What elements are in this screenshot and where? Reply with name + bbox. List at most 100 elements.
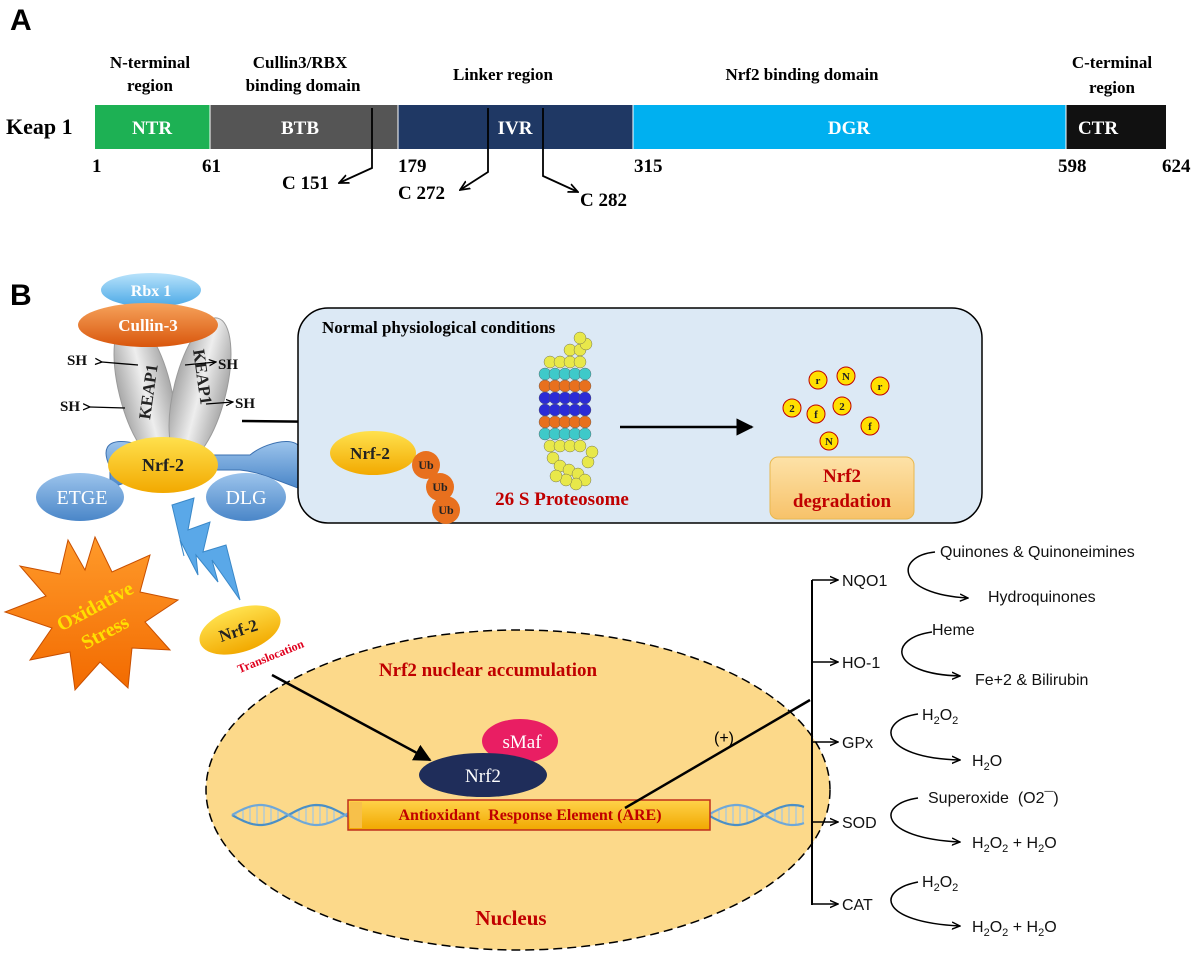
nqo1-substrate: Quinones & Quinoneimines [940,544,1135,561]
gpx-substrate: H2O2 [922,707,958,727]
proteasome-bead [549,469,563,483]
sh-label-2: SH [218,357,238,373]
ubiquitin-2 [426,473,454,501]
domain-ctr-label: CTR [1078,118,1118,139]
ubiquitin-2-label: Ub [432,480,448,494]
nrf2-bound-label: Nrf-2 [142,455,184,475]
nucleus-label: Nucleus [475,906,546,930]
sh-label-4: SH [235,396,255,412]
nrf2-nuclear-label: Nrf2 [465,766,501,787]
proteasome-structure [538,331,599,491]
nuclear-accumulation-label: Nrf2 nuclear accumulation [379,660,598,681]
normal-conditions-title: Normal physiological conditions [322,318,556,337]
domain-ivr [398,105,633,149]
gene-cat: CAT [842,897,873,914]
lightning-bolt-icon [171,497,241,601]
dna-strand [231,803,350,827]
panel-b-letter: B [10,279,32,312]
are-box [347,799,711,831]
proteasome-bead [578,367,592,381]
cullin3-label: Cullin-3 [118,316,178,335]
ho1-substrate: Heme [932,622,975,639]
gene-nqo1: NQO1 [842,573,887,590]
sh-label-1: SH [67,353,87,369]
header-dgr: Nrf2 binding domain [725,65,879,84]
cysteine-c151: C 151 [282,173,329,194]
sh-groups: SH SH SH SH [60,353,255,415]
keap1-label: Keap 1 [6,114,73,139]
degradation-line1: Nrf2 [823,466,861,487]
rbx1-oval [101,273,201,307]
header-btb-line1: Cullin3/RBX [253,53,348,72]
etge-label: ETGE [56,487,107,509]
panel-a-letter: A [10,4,32,37]
rbx1-label: Rbx 1 [131,283,171,300]
proteasome-bead [578,415,592,429]
fragment-label: 2 [839,401,845,413]
dna-strand [707,803,805,827]
domain-btb [210,105,398,149]
smaf-oval [482,719,558,763]
ubiquitin-3 [432,496,460,524]
dna-helix [231,803,805,827]
fragment-label: r [816,375,821,387]
position-61: 61 [202,156,221,177]
dna-strand [231,803,350,827]
dna-strand [707,803,805,827]
cat-substrate: H2O2 [922,874,958,894]
degradation-box [769,456,915,520]
ubiquitin-1-label: Ub [418,458,434,472]
domain-ntr-label: NTR [132,118,172,139]
normal-conditions-box: Normal physiological conditions Nrf-2 Ub… [297,307,983,524]
header-ctr-line2: region [1089,78,1136,97]
proteasome-bead [573,439,587,453]
header-ntr-line2: region [127,76,174,95]
sh-label-3: SH [60,399,80,415]
domain-ctr [1066,105,1166,149]
domain-ntr [95,105,210,149]
nrf2-bound-oval [108,437,218,493]
fragment-bead [819,431,839,451]
cat-product: H2O2 + H2O [972,919,1057,939]
proteasome-label: 26 S Proteosome [495,489,629,510]
fragment-bead [808,370,828,390]
sod-substrate: Superoxide (O2¯) [928,790,1059,807]
gene-sod: SOD [842,815,877,832]
domain-dgr [633,105,1066,149]
header-ivr: Linker region [453,65,554,84]
proteasome-bead [578,403,592,417]
fragment-label: 2 [789,403,795,415]
header-btb-line2: binding domain [246,76,361,95]
activation-plus-label: (+) [714,730,734,747]
smaf-label: sMaf [502,732,542,753]
fragment-label: f [868,421,872,433]
header-ctr-line1: C-terminal [1072,53,1153,72]
fragment-label: r [878,381,883,393]
domain-btb-label: BTB [281,118,319,139]
dlg-label: DLG [225,487,266,509]
fragment-label: N [842,371,850,383]
domain-ivr-label: IVR [498,118,533,139]
proteasome-bead [585,445,599,459]
nucleus: Nrf2 nuclear accumulation Nucleus sMaf N… [205,629,831,951]
dlg-oval [206,473,286,521]
fragment-bead [870,376,890,396]
gpx-product: H2O [972,753,1002,773]
proteasome-bead [578,427,592,441]
fragment-bead [832,396,852,416]
proteasome-bead [573,355,587,369]
position-179: 179 [398,156,427,177]
fragment-bead [860,416,880,436]
are-label: Antioxidant Response Element (ARE) [398,807,661,824]
domain-dgr-label: DGR [828,118,871,139]
proteasome-bead [573,331,587,345]
fragment-bead [836,366,856,386]
fragment-bead [782,398,802,418]
fragment-bead [806,404,826,424]
fragment-label: f [814,409,818,421]
position-598: 598 [1058,156,1087,177]
ubiquitin-1 [412,451,440,479]
etge-oval [36,473,124,521]
